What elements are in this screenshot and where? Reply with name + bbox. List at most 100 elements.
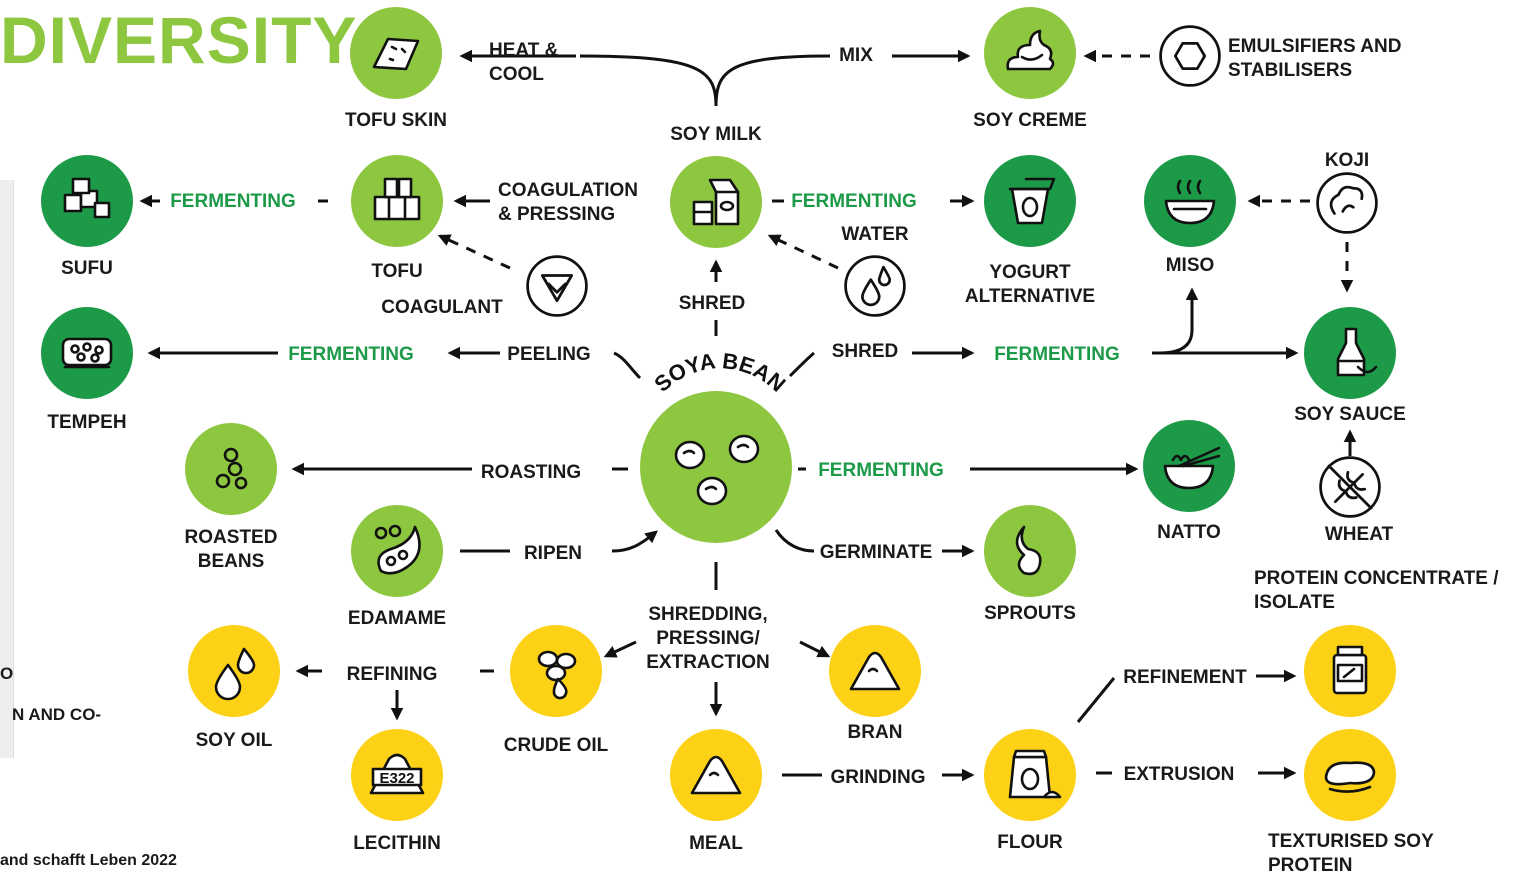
- pile-icon: [849, 651, 901, 691]
- koji-icon: [1316, 172, 1378, 234]
- process-label: GRINDING: [831, 767, 926, 788]
- node-label: ALTERNATIVE: [965, 286, 1095, 307]
- input-koji: [1316, 172, 1378, 234]
- input-label: STABILISERS: [1228, 60, 1352, 81]
- water-drops-icon: [844, 255, 906, 317]
- input-label: COAGULANT: [381, 297, 503, 318]
- node-yogurt: [984, 155, 1076, 247]
- connector-line: [603, 640, 637, 658]
- sprout-icon: [1015, 525, 1042, 576]
- node-label: TEXTURISED SOY: [1268, 831, 1434, 852]
- node-sufu: [41, 155, 133, 247]
- node-soy-oil: [188, 625, 280, 717]
- noodle-bowl-icon: [1163, 446, 1221, 490]
- connector-line: [579, 54, 718, 107]
- yogurt-cup-icon: [1008, 177, 1056, 225]
- fermenting-label: FERMENTING: [818, 460, 944, 481]
- node-tofu: [351, 155, 443, 247]
- node-circle: [185, 423, 277, 515]
- node-label: ISOLATE: [1254, 592, 1335, 613]
- connector-line: [611, 530, 658, 553]
- node-bran: [829, 625, 921, 717]
- node-circle: [188, 625, 280, 717]
- creme-icon: [1006, 29, 1055, 71]
- pod-icon: [374, 524, 421, 575]
- fermenting-label: FERMENTING: [170, 191, 296, 212]
- tofu-skin-icon: [372, 37, 420, 71]
- flour-sack-icon: [1008, 749, 1062, 799]
- node-label: SOY CREME: [973, 110, 1087, 131]
- connector-line: [774, 529, 815, 553]
- input-water: [844, 255, 906, 317]
- node-miso: [1144, 155, 1236, 247]
- node-soy-sauce: [1304, 307, 1396, 399]
- process-label: SHRED: [679, 293, 746, 314]
- process-label: EXTRACTION: [646, 652, 770, 673]
- process-label: GERMINATE: [820, 542, 933, 563]
- node-label: SOY SAUCE: [1294, 404, 1406, 425]
- node-label: LECITHIN: [353, 833, 441, 854]
- side-text-fragment: O: [0, 664, 14, 683]
- process-label: SHRED: [832, 341, 899, 362]
- jar-icon: [1332, 645, 1368, 695]
- connector-line: [1159, 287, 1199, 355]
- node-edamame: [351, 505, 443, 597]
- process-label: REFINING: [347, 664, 438, 685]
- side-panel: [0, 180, 14, 758]
- connector-line: [714, 54, 831, 107]
- node-textured-protein: [1304, 729, 1396, 821]
- node-label: BRAN: [848, 722, 903, 743]
- node-label: MEAL: [689, 833, 743, 854]
- milk-carton-icon: [692, 178, 740, 226]
- node-flour: [984, 729, 1076, 821]
- process-label: PRESSING/: [656, 628, 760, 649]
- node-label: ROASTED: [185, 527, 278, 548]
- node-label: SOY MILK: [670, 124, 762, 145]
- cubes-icon: [63, 177, 111, 219]
- wheat-icon: [1319, 456, 1381, 518]
- footer-credit: and schafft Leben 2022: [0, 852, 177, 869]
- node-soy-milk: [670, 156, 762, 248]
- node-label: CRUDE OIL: [504, 735, 609, 756]
- nodes: E322: [41, 7, 1396, 821]
- node-label: SUFU: [61, 258, 113, 279]
- oil-drops-icon: [214, 647, 256, 701]
- process-label: COOL: [489, 64, 544, 85]
- bottle-icon: [1336, 327, 1378, 377]
- node-crude-oil: [510, 625, 602, 717]
- node-label: TEMPEH: [47, 412, 126, 433]
- center-circle: [640, 391, 792, 543]
- process-label: SHREDDING,: [648, 604, 767, 625]
- side-text-fragment: N AND CO-: [12, 705, 102, 724]
- e322-icon: E322: [369, 753, 425, 795]
- crude-oil-icon: [537, 650, 577, 700]
- connector-line: [1076, 677, 1116, 723]
- process-label: RIPEN: [524, 543, 582, 564]
- node-label: PROTEIN CONCENTRATE /: [1254, 568, 1499, 589]
- node-roasted-beans: [185, 423, 277, 515]
- svg-text:E322: E322: [379, 770, 414, 787]
- node-label: FLOUR: [997, 832, 1063, 853]
- roasted-beans-icon: [215, 447, 248, 490]
- node-tempeh: [41, 307, 133, 399]
- process-label: COAGULATION: [498, 180, 638, 201]
- process-label: EXTRUSION: [1124, 764, 1235, 785]
- input-label: KOJI: [1325, 150, 1369, 171]
- process-label: ROASTING: [481, 462, 581, 483]
- input-wheat: [1319, 456, 1381, 518]
- hexagon-icon: [1159, 25, 1221, 87]
- node-label: MISO: [1166, 255, 1215, 276]
- node-label: BEANS: [198, 551, 265, 572]
- soybeans-icon: [674, 434, 760, 506]
- node-label: SOY OIL: [196, 730, 273, 751]
- coagulant-icon: [526, 255, 588, 317]
- connector-line: [613, 351, 642, 380]
- node-label: TOFU: [371, 261, 422, 282]
- node-label: EDAMAME: [348, 608, 446, 629]
- input-label: WATER: [841, 224, 908, 245]
- process-label: & PRESSING: [498, 204, 615, 225]
- input-label: WHEAT: [1325, 524, 1394, 545]
- center-label: SOYA BEAN: [649, 348, 790, 397]
